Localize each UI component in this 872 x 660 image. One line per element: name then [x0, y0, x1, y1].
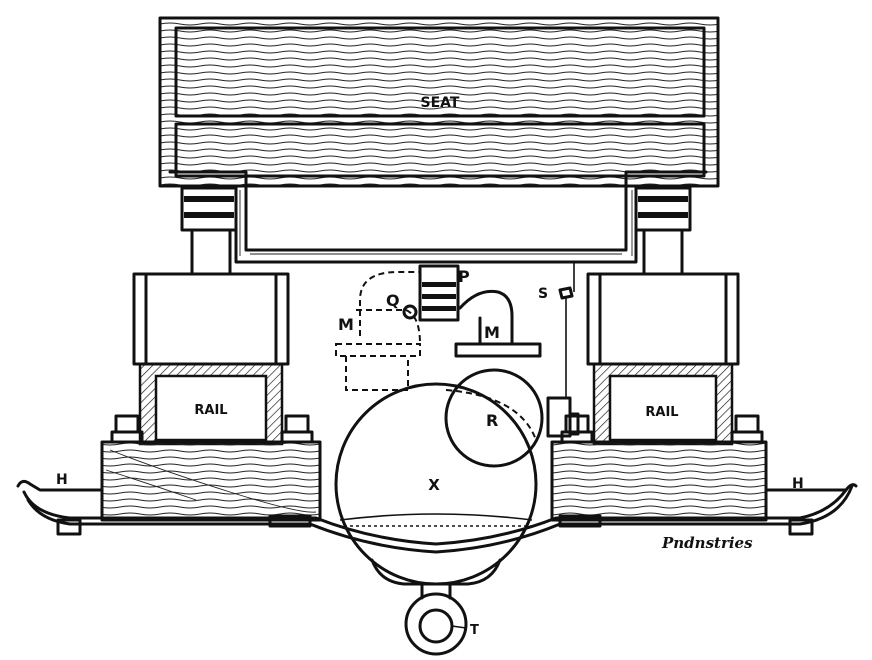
- right-timber-sleeper: [550, 440, 768, 522]
- seat-box: [158, 16, 720, 188]
- right-motor-m-label: M: [484, 323, 500, 342]
- right-motor-m: [454, 289, 542, 358]
- right-spring-column: [634, 186, 692, 276]
- seat-frame-channel: [168, 170, 708, 264]
- q-label: Q: [386, 291, 400, 310]
- left-rail-label: RAIL: [194, 403, 227, 418]
- auxiliary-wheel-r: [444, 368, 544, 468]
- left-bearing-block: [132, 272, 290, 366]
- engraver-signature: Pndnstries: [661, 534, 753, 552]
- water-level-label-right: H: [792, 476, 804, 492]
- left-timber-sleeper: [100, 440, 322, 522]
- gear-stack-p: [418, 264, 460, 322]
- lower-hanger: [370, 558, 502, 600]
- right-rail-label: RAIL: [645, 405, 678, 420]
- wheel-r-label: R: [486, 411, 498, 430]
- left-motor-m-label: M: [338, 315, 354, 334]
- right-rail: [592, 362, 734, 446]
- towing-eye-t: [404, 592, 468, 656]
- s-label: S: [538, 286, 548, 302]
- left-rail: [138, 362, 284, 446]
- right-bearing-block: [586, 272, 740, 366]
- water-level-label-left: H: [56, 472, 68, 488]
- bolt-right-outer: [730, 414, 764, 444]
- bolt-left-inner: [280, 414, 314, 444]
- p-label: P: [458, 267, 470, 286]
- t-label: T: [470, 623, 479, 638]
- pivot-q: [402, 304, 418, 320]
- water-trough: [16, 479, 858, 554]
- switch-lever-s: [546, 262, 580, 438]
- left-spring-column: [180, 186, 238, 276]
- bolt-left-outer: [110, 414, 144, 444]
- left-motor-m-dashed: [335, 271, 421, 391]
- wheel-x-label: X: [428, 476, 440, 494]
- seat-label: SEAT: [421, 95, 460, 111]
